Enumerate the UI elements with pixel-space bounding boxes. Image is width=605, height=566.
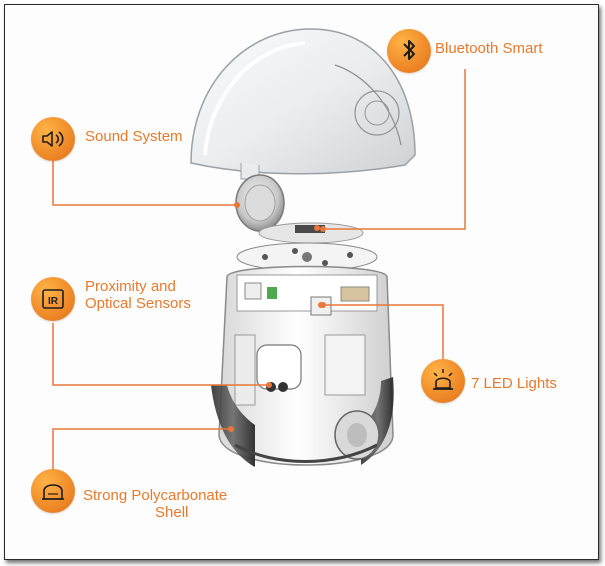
connector-led: [323, 304, 444, 359]
proximity-badge: IR: [31, 277, 75, 321]
speaker-disc: [235, 174, 285, 232]
sound-badge: [31, 117, 75, 161]
polycarbonate-shell: [211, 377, 394, 467]
connector-lines: [52, 69, 466, 475]
bluetooth-icon: [403, 40, 415, 60]
connector-proximity: [52, 323, 269, 386]
proximity-label-line2: Optical Sensors: [85, 295, 191, 312]
connector-dots: [228, 202, 326, 432]
led-label: 7 LED Lights: [471, 375, 557, 392]
connector-shell: [52, 428, 231, 475]
bluetooth-label: Bluetooth Smart: [435, 40, 543, 57]
diagram-frame: Bluetooth Smart Sound System IR Proximit…: [4, 4, 599, 560]
proximity-label-line1: Proximity and: [85, 278, 176, 295]
shell-badge: [31, 469, 75, 513]
ir-icon: IR: [42, 289, 64, 309]
clear-dome: [190, 28, 416, 180]
shell-icon: [42, 484, 64, 500]
connector-bluetooth: [323, 69, 466, 230]
connector-sound: [52, 159, 237, 206]
sound-label: Sound System: [85, 128, 183, 145]
bluetooth-badge: [387, 29, 431, 73]
speaker-icon: [42, 131, 64, 147]
shell-label-line1: Strong Polycarbonate: [83, 487, 228, 504]
robot-exploded-illustration: [52, 28, 466, 475]
siren-light-icon: [433, 369, 453, 390]
shell-label-line2: Shell: [155, 504, 189, 521]
circuit-board: [236, 222, 378, 272]
ir-icon-text: IR: [48, 296, 59, 307]
led-badge: [421, 359, 465, 403]
